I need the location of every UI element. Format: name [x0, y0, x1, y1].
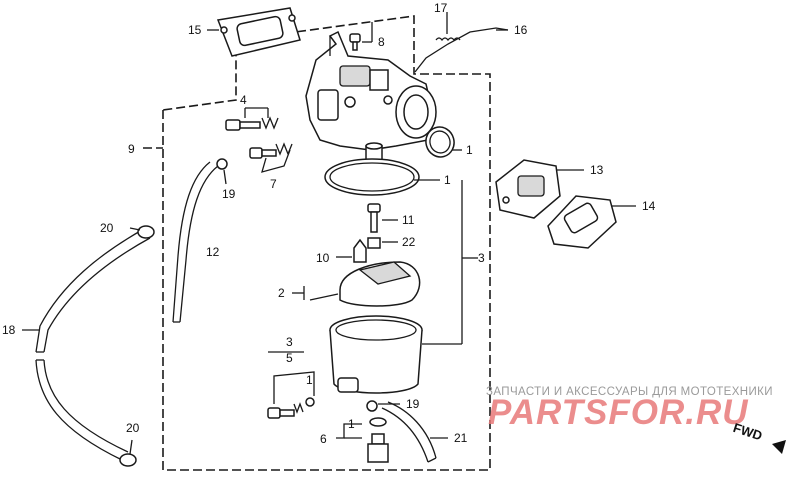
carburetor-body [305, 30, 437, 175]
callout-18: 18 [2, 323, 16, 337]
callout-14: 14 [642, 199, 656, 213]
callout-9: 9 [128, 142, 135, 156]
part-2-float [292, 261, 421, 307]
part-12-tube [172, 161, 219, 323]
callout-11: 11 [402, 213, 415, 227]
part-6-drain-bolt [336, 423, 389, 463]
part-18-fuel-line [22, 229, 151, 461]
part-19-clip-lower [366, 400, 400, 412]
part-8-screw [349, 33, 372, 51]
callout-10: 10 [316, 251, 330, 265]
part-4-pilot-screw [225, 107, 279, 131]
part-3-float-bowl [329, 315, 462, 394]
callout-19-upper: 19 [222, 187, 236, 201]
leader-lines [268, 22, 478, 353]
part-13-insulator [495, 159, 584, 219]
callout-15: 15 [188, 23, 202, 37]
callout-13: 13 [590, 163, 604, 177]
part-21-drain-tube [381, 401, 448, 463]
callout-7: 7 [270, 177, 277, 191]
part-22-jet [367, 237, 398, 249]
callout-17: 17 [434, 1, 448, 15]
callout-1-drain: 1 [306, 373, 313, 387]
callout-1-washer: 1 [348, 417, 355, 431]
part-14-gasket [547, 195, 636, 249]
callout-8: 8 [378, 35, 385, 49]
part-19-clip-upper [216, 158, 228, 185]
fwd-arrow-icon [772, 440, 786, 454]
assembly-boundary [143, 15, 491, 471]
part-5-drain-screw [267, 371, 315, 419]
callout-3-left: 3 [286, 335, 293, 349]
callout-5: 5 [286, 351, 293, 365]
callout-1-o-ring: 1 [466, 143, 473, 157]
part-1-washer [369, 417, 387, 427]
callout-21: 21 [454, 431, 468, 445]
part-7-idle-screw [249, 142, 293, 173]
callout-19-lower: 19 [406, 397, 420, 411]
callout-3-right: 3 [478, 251, 485, 265]
part-1-bowl-gasket [324, 158, 440, 196]
callout-22: 22 [402, 235, 416, 249]
callout-20-lower: 20 [126, 421, 140, 435]
watermark-tagline: ЗАПЧАСТИ И АКСЕССУАРЫ ДЛЯ МОТОТЕХНИКИ [486, 386, 773, 398]
callout-1-gasket: 1 [444, 173, 451, 187]
callout-16: 16 [514, 23, 528, 37]
part-11-main-jet [367, 203, 398, 233]
part-16-choke-rod [414, 12, 509, 73]
callout-6: 6 [320, 432, 327, 446]
part-20-clamp [119, 225, 155, 467]
callout-2: 2 [278, 286, 285, 300]
callout-4: 4 [240, 93, 247, 107]
part-15-gasket [207, 7, 301, 57]
part-10-float-needle [336, 238, 367, 263]
callout-20-upper: 20 [100, 221, 114, 235]
part-1-o-ring-right [425, 126, 462, 158]
watermark-logo: PARTSFOR.RU [488, 393, 749, 432]
callout-12: 12 [206, 245, 220, 259]
